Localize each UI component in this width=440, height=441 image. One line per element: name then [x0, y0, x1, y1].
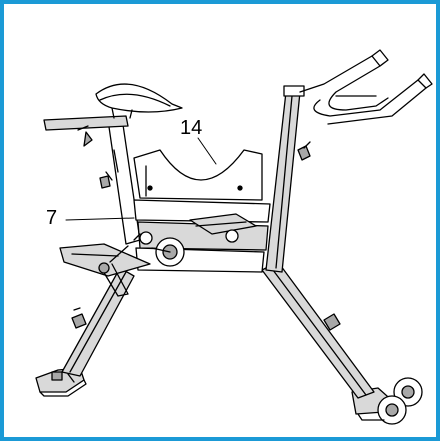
seat-assembly: [43, 83, 183, 147]
seat-post: [99, 117, 141, 245]
left-pedal: [59, 243, 151, 297]
handlebar-post: [265, 85, 311, 273]
callout-14-leader: [197, 137, 217, 165]
lower-frame: [133, 199, 271, 273]
callout-14-label: 14: [180, 117, 202, 139]
handlebars: [299, 49, 433, 125]
crank-hub: [151, 237, 185, 267]
callout-7-leader: [65, 217, 135, 221]
front-leg: [261, 261, 375, 399]
rear-leg: [61, 267, 135, 377]
right-pedal: [139, 213, 257, 245]
callout-7-label: 7: [46, 207, 57, 229]
wheel-guard: [133, 149, 263, 201]
